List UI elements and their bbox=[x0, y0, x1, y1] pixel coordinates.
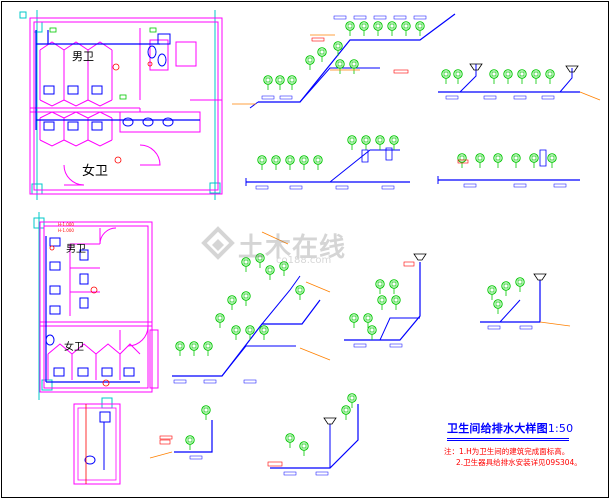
drawing-scale: 1:50 bbox=[547, 422, 574, 435]
floor-plan-bottom: H-1.000 H-1.000 bbox=[33, 212, 159, 485]
isometric-drain-c bbox=[245, 135, 410, 190]
watermark-sub: co188.com bbox=[276, 255, 332, 266]
title-underline bbox=[447, 438, 569, 439]
svg-text:H-1.000: H-1.000 bbox=[58, 222, 74, 227]
isometric-drain-g bbox=[480, 273, 571, 330]
note-2-text: 2.卫生器具给排水安装详见09S304。 bbox=[456, 458, 582, 467]
watermark: 土木在线 co188.com bbox=[198, 225, 347, 266]
drawing-title-text: 卫生间给排水大样图 bbox=[447, 422, 548, 435]
watermark-logo-icon bbox=[201, 226, 235, 260]
drawing-title: 卫生间给排水大样图1:50 bbox=[447, 420, 582, 436]
floor-plan-top bbox=[19, 10, 223, 200]
isometric-drain-i bbox=[267, 393, 359, 476]
note-2: 2.卫生器具给排水安装详见09S304。 bbox=[444, 457, 582, 468]
isometric-drain-d bbox=[437, 149, 580, 188]
title-block: 卫生间给排水大样图1:50 bbox=[447, 420, 582, 441]
room-label-men-top: 男卫 bbox=[72, 50, 94, 63]
notes-prefix: 注： bbox=[444, 447, 459, 456]
room-label-women-top: 女卫 bbox=[82, 164, 109, 179]
title-underline-2 bbox=[447, 440, 569, 441]
elevation-tags bbox=[159, 37, 469, 440]
isometric-drain-a bbox=[232, 13, 456, 109]
isometric-drain-b bbox=[438, 63, 601, 101]
isometric-drain-h bbox=[149, 405, 213, 460]
isometric-drain-e bbox=[172, 231, 331, 384]
room-label-men-bottom: 男卫 bbox=[66, 244, 86, 255]
note-1-text: 1.H为卫生间的建筑完成面标高。 bbox=[459, 447, 570, 456]
room-label-women-bottom: 女卫 bbox=[64, 342, 84, 353]
notes-block: 注：1.H为卫生间的建筑完成面标高。 2.卫生器具给排水安装详见09S304。 bbox=[444, 446, 582, 468]
svg-text:H-1.000: H-1.000 bbox=[58, 228, 74, 233]
note-1: 注：1.H为卫生间的建筑完成面标高。 bbox=[444, 446, 582, 457]
isometric-drain-f bbox=[344, 253, 427, 348]
watermark-text: 土木在线 bbox=[238, 232, 347, 263]
